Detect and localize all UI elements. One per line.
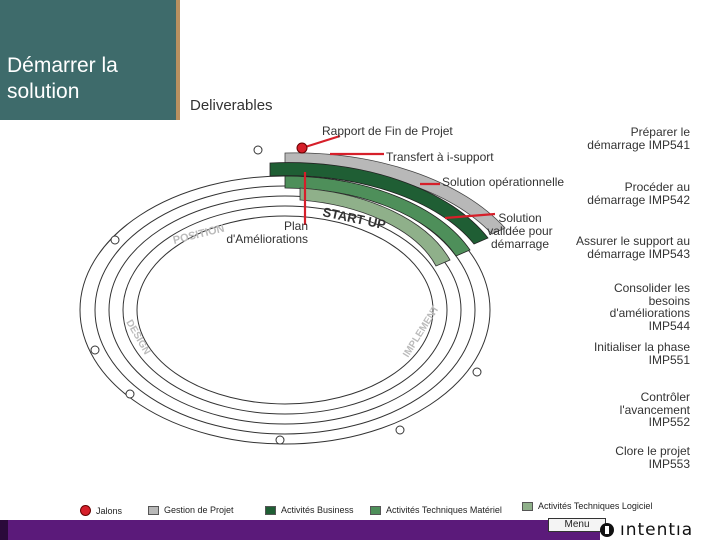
milestone-4 [125,389,135,399]
swatch-icon [522,501,533,511]
brand-wordmark: ıntentıa [620,520,694,540]
step-item: Procéder au démarrage IMP542 [587,180,690,207]
step-item: Assurer le support au démarrage IMP543 [575,234,690,261]
label-plan: Plan d'Améliorations [226,219,308,246]
legend-item-gestion: Gestion de Projet [148,505,234,515]
swatch-icon [148,505,159,515]
track-4 [122,205,448,415]
page-subtitle: Deliverables [190,97,273,114]
step-item: Initialiser la phase IMP551 [593,340,690,367]
legend-label: Jalons [96,505,123,516]
milestone-3 [90,345,100,355]
step-item: Consolider les besoins d'améliorations I… [609,281,690,333]
label-solution-validee: Solution validée pour démarrage [487,211,553,251]
label-rapport: Rapport de Fin de Projet [322,124,453,138]
milestone-6 [395,425,405,435]
footer-bar [0,520,600,540]
milestone-5 [275,435,285,445]
milestone-icon [80,505,91,516]
start-up-cycle-diagram: POSITION START UP DESIGN IMPLEMENT Rappo… [0,110,720,510]
brand-logo: ıntentıa [600,520,720,540]
milestone-7 [472,367,482,377]
band-materiel [284,175,471,257]
legend-label: Activités Techniques Matériel [386,505,502,515]
legend-label: Activités Business [281,505,354,515]
milestone-1 [253,145,263,155]
legend-item-materiel: Activités Techniques Matériel [370,505,502,515]
legend: Jalons Gestion de Projet Activités Busin… [0,501,720,519]
menu-button[interactable]: Menu [548,518,606,532]
track-inner [136,215,434,405]
logo-icon [600,523,614,537]
label-transfert: Transfert à i-support [386,150,494,164]
step-item: Contrôler l'avancement IMP552 [619,390,690,429]
swatch-icon [265,505,276,515]
cycle-svg: POSITION START UP DESIGN IMPLEMENT [79,134,506,445]
ring-label-position: POSITION [172,223,226,247]
step-item: Préparer le démarrage IMP541 [587,125,690,152]
step-item: Clore le projet IMP553 [615,444,690,471]
footer-accent [0,520,8,540]
band-logiciel [299,187,451,267]
legend-item-business: Activités Business [265,505,354,515]
legend-item-logiciel: Activités Techniques Logiciel [522,501,652,511]
page-title: Démarrer la solution [7,54,118,103]
legend-label: Gestion de Projet [164,505,234,515]
title-panel: Démarrer la solution [0,0,176,120]
label-solution-op: Solution opérationnelle [442,175,565,189]
swatch-icon [370,505,381,515]
legend-label: Activités Techniques Logiciel [538,501,653,511]
pointer-solution-validee [444,212,496,220]
legend-item-jalons: Jalons [80,505,122,516]
milestone-jalon [296,142,308,154]
milestone-2 [110,235,120,245]
ring-label-implement: IMPLEMENT [401,304,442,360]
pointer-rapport [301,134,341,150]
track-3 [108,195,462,425]
ring-label-design: DESIGN [123,318,152,357]
title-divider [176,0,180,120]
band-business [269,162,489,245]
